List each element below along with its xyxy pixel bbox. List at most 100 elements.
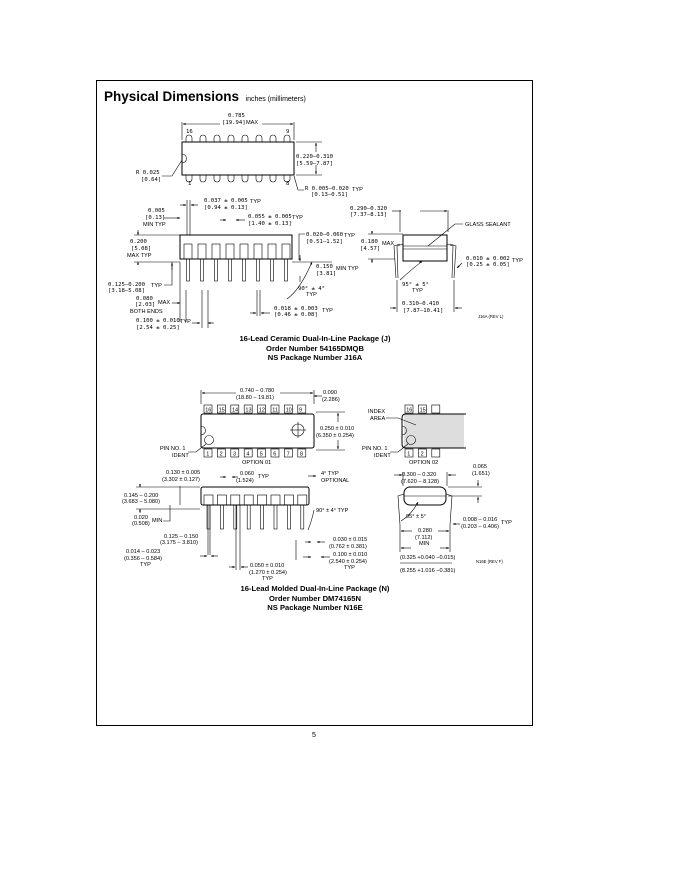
j-lead-length-typ: MIN TYP xyxy=(336,266,359,272)
n-lead-angle: 90° ± 4° TYP xyxy=(316,508,349,514)
n-pitch-mm: (2.540 ± 0.254) xyxy=(329,559,367,565)
n-lead-pin xyxy=(206,504,211,530)
n-top-offset-in: 0.065 xyxy=(473,464,487,470)
n-lead-length-in: 0.125 – 0.150 xyxy=(164,534,198,540)
j-lead-gap-in: 0.005 xyxy=(148,208,165,214)
j-lead-length-in: 0.150 xyxy=(316,264,333,270)
n-body-height-mm: (3.302 ± 0.127) xyxy=(162,477,200,483)
j-height-max-typ: MAX TYP xyxy=(127,253,152,259)
j-end-body xyxy=(402,234,448,262)
j-end-lead-thick-mm: [0.25 ± 0.05] xyxy=(466,262,510,268)
n-side-body xyxy=(200,486,310,506)
n-shoulder-width-typ: TYP xyxy=(262,576,273,582)
j-end-gap-max: MAX xyxy=(158,300,170,306)
j-pitch-typ: TYP xyxy=(180,319,191,325)
n-opt2-pin-box-bottom xyxy=(418,448,427,458)
n-body-outline xyxy=(200,413,315,449)
n-pin-box-bottom xyxy=(203,448,213,458)
j-end-width-in: 0.290–0.320 xyxy=(350,206,387,212)
n-tip-width-in: 0.030 ± 0.015 xyxy=(333,537,367,543)
j-lead-shoulder xyxy=(211,243,221,260)
n-pin-box-top xyxy=(243,404,253,414)
n-pin-box-bottom xyxy=(284,448,293,458)
j-bottom-lead xyxy=(199,175,207,183)
n-lead-pin xyxy=(233,504,238,530)
j-pin-label-16: 16 xyxy=(186,129,193,135)
j-lead-pin xyxy=(228,258,232,282)
n-lead-shoulder xyxy=(230,494,241,506)
j-corner-radius-typ: TYP xyxy=(352,187,363,193)
j-lead-shoulder xyxy=(197,243,207,260)
j-body-outline xyxy=(181,141,295,176)
j-top-lead xyxy=(199,134,207,142)
n-pitch-typ: TYP xyxy=(344,565,355,571)
n-length-mm: (18.80 – 19.81) xyxy=(236,395,274,401)
n-drawing-ref: N16E (REV F) xyxy=(476,559,503,564)
n-pin-number: 16 xyxy=(205,408,211,414)
j-shoulder-width-typ: TYP xyxy=(292,215,303,221)
n-lead-shoulder xyxy=(217,494,227,506)
j-side-view: 0.005 [0.13] MIN TYP 0.037 ± 0.005 [0.94… xyxy=(108,198,359,331)
n-lead-width-mm: (0.356 – 0.584) xyxy=(124,556,162,562)
package-n-caption: 16-Lead Molded Dual-In-Line Package (N) … xyxy=(165,584,465,613)
j-lead-width-in: 0.018 ± 0.003 xyxy=(274,306,318,312)
j-pin-label-9: 9 xyxy=(286,129,289,135)
n-end-offset-mm: (2.286) xyxy=(322,397,340,403)
n-pin-number: 15 xyxy=(219,408,225,414)
n-pin-box-top xyxy=(284,404,293,414)
n-lead-span-mm: (8.255 +1.016 −0.381) xyxy=(400,568,455,574)
j-top-lead xyxy=(255,134,263,142)
n-pin-number: 14 xyxy=(232,408,238,414)
n-shoulder-typ: TYP xyxy=(258,474,269,480)
j-pin-label-8: 8 xyxy=(286,181,290,187)
j-lead-pin xyxy=(270,258,274,282)
n-pin-box-bottom xyxy=(230,448,240,458)
n-pin-box-top xyxy=(203,404,213,414)
j-seating-in: 0.020–0.060 xyxy=(306,232,343,238)
n-opt2-pin-box-top xyxy=(404,404,414,414)
n-shoulder-width-in: 0.050 ± 0.010 xyxy=(250,563,284,569)
j-tip-in: 0.125–0.200 xyxy=(108,282,145,288)
j-end-angle-typ: TYP xyxy=(412,288,423,294)
n-lead-pin xyxy=(246,504,251,530)
j-lead-width-typ: TYP xyxy=(322,308,333,314)
j-lead-angle: 90° ± 4° xyxy=(298,286,325,292)
j-notch-radius-mm: [0.64] xyxy=(141,177,161,183)
n-option-02-label: OPTION 02 xyxy=(409,460,438,466)
j-notch-radius-in: R 0.025 xyxy=(136,170,160,176)
j-lead-length-mm: [3.81] xyxy=(316,271,336,277)
n-pin-number: 16 xyxy=(406,408,412,414)
caption-line: Order Number 54165DMQB xyxy=(266,343,364,353)
n-pin-number: 1 xyxy=(407,452,410,458)
j-end-height-mm: [4.57] xyxy=(360,246,380,252)
j-lead-shoulder xyxy=(267,243,277,260)
j-top-lead xyxy=(227,134,235,142)
n-index-area: AREA xyxy=(370,416,386,422)
n-lead-shoulder xyxy=(257,494,267,506)
j-width-mm: [5.59–7.87] xyxy=(296,161,333,167)
n-lead-shoulder xyxy=(270,494,281,506)
n-draft: 4° TYP xyxy=(321,471,339,477)
j-lead-pin xyxy=(186,258,190,282)
j-top-lead xyxy=(283,134,291,142)
n-lead-shoulder xyxy=(203,494,214,506)
n-pin-box-top xyxy=(257,404,266,414)
j-end-height-max: MAX xyxy=(382,241,394,247)
n-lead-pin xyxy=(287,504,291,530)
n-pin-box-bottom xyxy=(297,448,307,458)
j-top-lead xyxy=(241,134,249,142)
n-option-01-label: OPTION 01 xyxy=(242,460,271,466)
n-end-lead-thick-in: 0.008 – 0.016 xyxy=(463,517,497,523)
n-opt2-pin-box-top xyxy=(431,404,441,414)
n-pin1-dot xyxy=(204,435,214,445)
n-pin1-ident: IDENT xyxy=(172,453,189,459)
n-pin-number: 13 xyxy=(245,408,251,414)
j-end-span-mm: [7.87–10.41] xyxy=(403,308,443,314)
n-pin-number: 1 xyxy=(206,452,209,458)
caption-line: NS Package Number N16E xyxy=(267,603,363,613)
n-pin-box-top xyxy=(270,404,280,414)
n-lead-span-in: (0.325 +0.040 −0.015) xyxy=(400,555,455,561)
j-lead-pin xyxy=(242,258,246,282)
n-pin-box-top xyxy=(297,404,307,414)
n-min-span-label: MIN xyxy=(419,541,429,547)
